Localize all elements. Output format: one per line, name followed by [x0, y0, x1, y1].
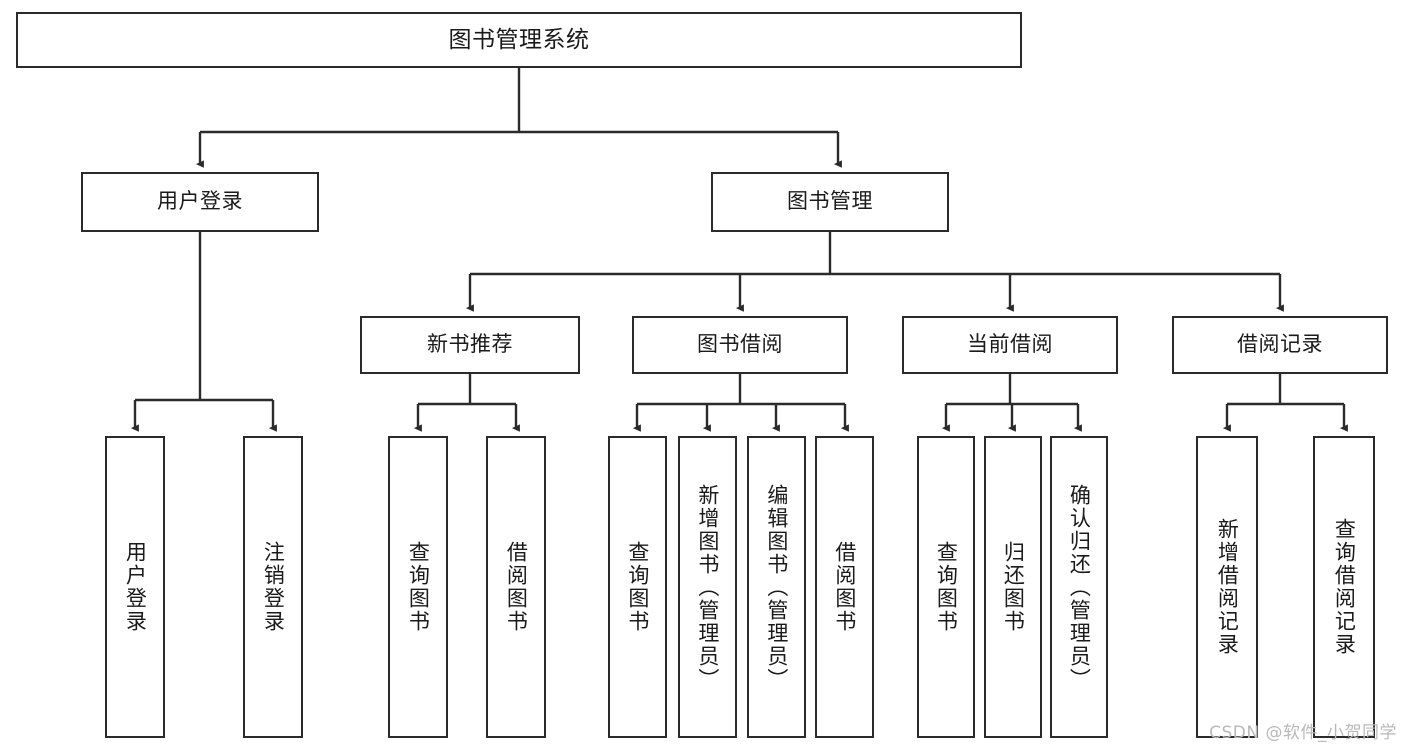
node-borrow-record[interactable]: 借阅记录 — [1172, 316, 1388, 374]
leaf-record-query-record-label: 查询借阅记录 — [1332, 518, 1357, 656]
csdn-watermark: CSDN @软件_小贺同学 — [1209, 723, 1397, 743]
leaf-borrow-borrow-book[interactable]: 借阅图书 — [815, 436, 874, 738]
leaf-borrow-query-book-label: 查询图书 — [625, 541, 650, 633]
node-current-borrow-label: 当前借阅 — [967, 332, 1053, 357]
leaf-recommend-query-book[interactable]: 查询图书 — [388, 436, 448, 738]
node-new-book-recommend-label: 新书推荐 — [427, 332, 513, 357]
node-book-borrow-label: 图书借阅 — [697, 332, 783, 357]
leaf-borrow-edit-book-label: 编辑图书（管理员） — [764, 483, 789, 691]
leaf-record-add-record-label: 新增借阅记录 — [1215, 518, 1240, 656]
node-root[interactable]: 图书管理系统 — [16, 12, 1022, 68]
leaf-user-login-signout[interactable]: 注销登录 — [243, 436, 303, 738]
leaf-current-query-book[interactable]: 查询图书 — [917, 436, 975, 738]
node-book-management[interactable]: 图书管理 — [711, 172, 949, 232]
leaf-current-confirm-return-label: 确认归还（管理员） — [1067, 483, 1092, 691]
leaf-recommend-borrow-book-label: 借阅图书 — [504, 541, 529, 633]
leaf-borrow-add-book-label: 新增图书（管理员） — [695, 483, 720, 691]
leaf-borrow-add-book[interactable]: 新增图书（管理员） — [678, 436, 737, 738]
node-book-management-label: 图书管理 — [787, 189, 873, 214]
node-new-book-recommend[interactable]: 新书推荐 — [360, 316, 580, 374]
leaf-record-query-record[interactable]: 查询借阅记录 — [1313, 436, 1375, 738]
node-root-label: 图书管理系统 — [448, 26, 590, 53]
leaf-current-query-book-label: 查询图书 — [934, 541, 959, 633]
node-user-login-label: 用户登录 — [157, 189, 243, 214]
leaf-recommend-query-book-label: 查询图书 — [406, 541, 431, 633]
node-current-borrow[interactable]: 当前借阅 — [902, 316, 1118, 374]
leaf-borrow-edit-book[interactable]: 编辑图书（管理员） — [747, 436, 806, 738]
node-user-login[interactable]: 用户登录 — [81, 172, 319, 232]
leaf-current-confirm-return[interactable]: 确认归还（管理员） — [1050, 436, 1108, 738]
leaf-current-return-book-label: 归还图书 — [1001, 541, 1026, 633]
leaf-user-login-signout-label: 注销登录 — [261, 541, 286, 633]
node-borrow-record-label: 借阅记录 — [1237, 332, 1323, 357]
leaf-record-add-record[interactable]: 新增借阅记录 — [1196, 436, 1258, 738]
node-book-borrow[interactable]: 图书借阅 — [632, 316, 848, 374]
leaf-borrow-borrow-book-label: 借阅图书 — [832, 541, 857, 633]
leaf-borrow-query-book[interactable]: 查询图书 — [608, 436, 667, 738]
leaf-recommend-borrow-book[interactable]: 借阅图书 — [486, 436, 546, 738]
leaf-user-login-signin[interactable]: 用户登录 — [105, 436, 165, 738]
leaf-user-login-signin-label: 用户登录 — [123, 541, 148, 633]
leaf-current-return-book[interactable]: 归还图书 — [984, 436, 1042, 738]
